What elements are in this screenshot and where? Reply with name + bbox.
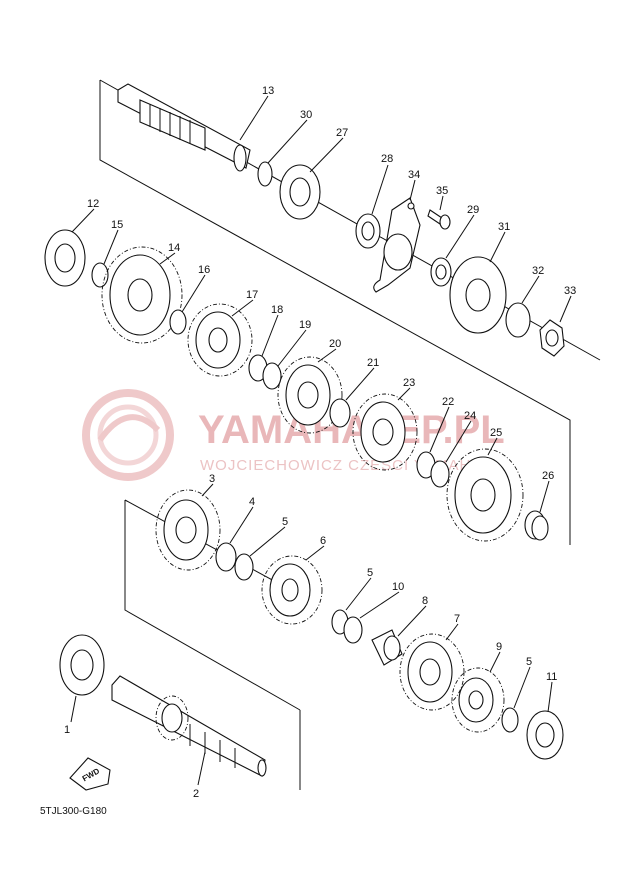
watermark: YAMAHALEP.PL WOJCIECHOWICZ CZESCI YAMAHA: [82, 389, 505, 481]
washer-21: [329, 398, 351, 428]
label-16: 16: [198, 264, 210, 276]
label-8: 8: [422, 595, 428, 607]
label-35: 35: [436, 185, 448, 197]
label-18: 18: [271, 304, 283, 316]
label-5-b: 5: [367, 567, 373, 579]
fwd-arrow-icon: FWD: [69, 757, 111, 791]
label-33: 33: [564, 285, 576, 297]
label-10: 10: [392, 581, 404, 593]
oil-seal-28: [355, 213, 381, 249]
label-22: 22: [442, 396, 454, 408]
gear-20: [277, 356, 343, 434]
label-1: 1: [64, 724, 70, 736]
gear-25: [446, 448, 524, 542]
label-17: 17: [246, 289, 258, 301]
label-25: 25: [490, 427, 502, 439]
circlip-5-c: [501, 707, 519, 733]
label-4: 4: [249, 496, 255, 508]
label-21: 21: [367, 357, 379, 369]
label-32: 32: [532, 265, 544, 277]
label-31: 31: [498, 221, 510, 233]
label-11: 11: [546, 671, 557, 683]
bearing-8: [371, 629, 403, 666]
washer-16: [169, 309, 187, 335]
bearing-1: [59, 634, 105, 696]
gear-17: [187, 303, 253, 377]
lock-washer-29: [430, 257, 452, 287]
bearing-11: [526, 710, 564, 760]
label-30: 30: [300, 109, 312, 121]
label-14: 14: [168, 242, 180, 254]
label-5-a: 5: [282, 516, 288, 528]
gear-7: [399, 633, 465, 711]
bolt-35: [427, 209, 451, 230]
drive-sprocket-31: [449, 256, 507, 334]
circlip-5-a: [234, 553, 254, 581]
label-29: 29: [467, 204, 479, 216]
label-24: 24: [464, 410, 476, 422]
label-3: 3: [209, 473, 215, 485]
watermark-title: YAMAHALEP.PL: [198, 408, 505, 452]
bracket-34: [373, 197, 421, 293]
label-2: 2: [193, 788, 199, 800]
label-26: 26: [542, 470, 554, 482]
washer-10: [343, 616, 363, 644]
label-9: 9: [496, 641, 502, 653]
main-axle-shaft: [117, 83, 251, 172]
washer-24: [430, 460, 450, 488]
label-7: 7: [454, 613, 460, 625]
washer-4: [215, 542, 237, 572]
label-28: 28: [381, 153, 393, 165]
label-15: 15: [111, 219, 123, 231]
gear-23: [352, 393, 418, 471]
collar-15: [91, 262, 109, 288]
nut-33: [539, 319, 565, 357]
o-ring-30: [257, 161, 273, 187]
label-20: 20: [329, 338, 341, 350]
lock-washer-32: [505, 302, 531, 338]
collar-26: [524, 510, 549, 541]
watermark-subtitle: WOJCIECHOWICZ CZESCI YAMAHA: [200, 457, 482, 474]
label-5-c: 5: [526, 656, 532, 668]
washer-19: [262, 362, 282, 390]
label-13: 13: [262, 85, 274, 97]
label-19: 19: [299, 319, 311, 331]
label-6: 6: [320, 535, 326, 547]
bearing-27: [279, 164, 321, 220]
drive-axle-2: [111, 675, 267, 777]
gear-9: [451, 667, 505, 733]
gear-3: [155, 489, 221, 571]
label-34: 34: [408, 169, 420, 181]
bearing-12: [44, 229, 86, 287]
label-23: 23: [403, 377, 415, 389]
reference-code: 5TJL300-G180: [40, 806, 107, 817]
label-12: 12: [87, 198, 99, 210]
gear-6: [261, 555, 323, 625]
part-number-labels: 1 2 3 4 5 5 5 6 7 8 9 10 11 12 13 14 15 …: [64, 85, 576, 800]
leader-lines: [70, 95, 572, 786]
gear-14: [101, 246, 183, 344]
label-27: 27: [336, 127, 348, 139]
